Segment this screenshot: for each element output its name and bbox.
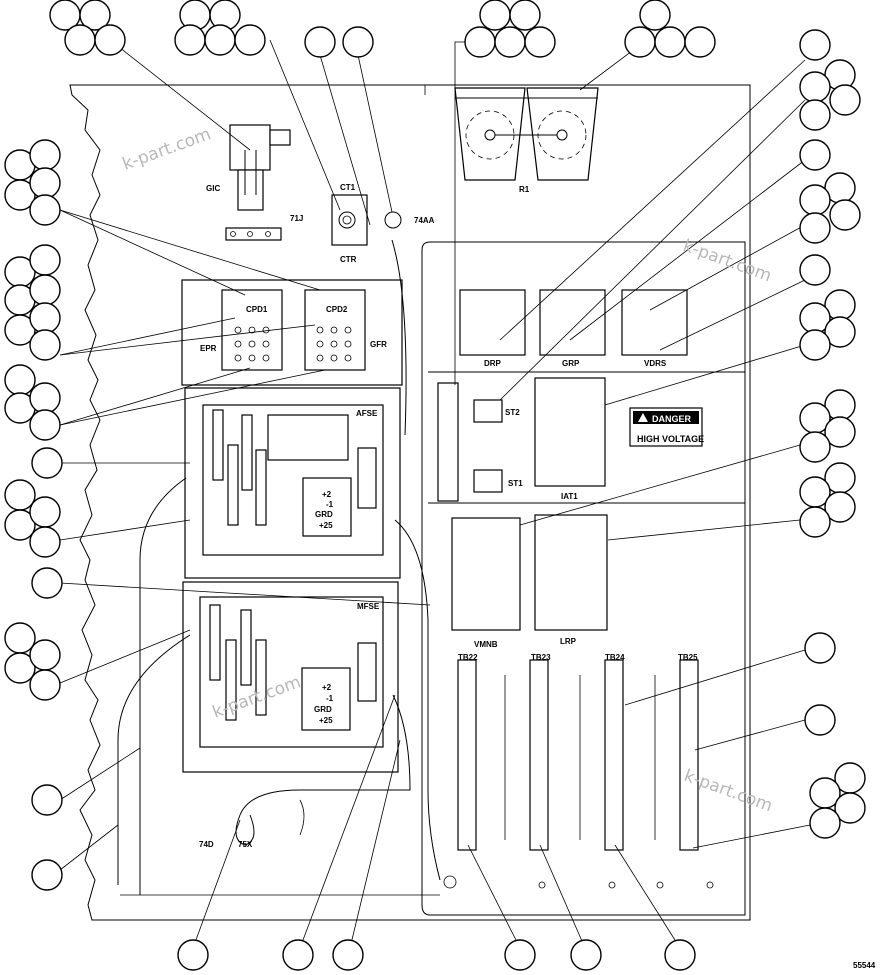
cpd2-terminals — [316, 326, 352, 362]
mfse-terminal-m1: -1 — [326, 694, 334, 703]
tb22-label: TB22 — [458, 653, 478, 662]
panel-outline — [69, 84, 751, 921]
lrp-label: LRP — [560, 637, 577, 646]
callout-leaders — [59, 39, 811, 949]
ctr-label: CTR — [340, 255, 357, 264]
st1-label: ST1 — [508, 479, 523, 488]
gic-switch: GIC 71J — [206, 124, 303, 241]
afse-terminal-p25: +25 — [319, 521, 333, 530]
danger-sign: DANGER HIGH VOLTAGE — [629, 407, 704, 447]
afse-terminal-grd: GRD — [315, 510, 333, 519]
grp-label: GRP — [562, 359, 580, 368]
cpd1-label: CPD1 — [246, 305, 268, 314]
mfse-terminal-p25: +25 — [319, 716, 333, 725]
callout-bubbles — [4, 0, 866, 971]
mfse-label: MFSE — [357, 602, 380, 611]
r1-resistor-assembly: R1 — [454, 87, 599, 194]
iat1-label: IAT1 — [561, 492, 578, 501]
vmnb-lrp-modules: VMNB LRP — [451, 514, 608, 649]
tb24-label: TB24 — [605, 653, 625, 662]
danger-sign-title: DANGER — [652, 414, 692, 424]
afse-terminal-m1: -1 — [326, 500, 334, 509]
epr-label: EPR — [200, 344, 217, 353]
afse-module: AFSE +2 -1 GRD +25 — [184, 387, 401, 579]
relay-plates: DRP GRP VDRS — [459, 289, 688, 368]
vdrs-label: VDRS — [644, 359, 667, 368]
mfse-module: MFSE +2 -1 GRD +25 — [182, 581, 399, 773]
r1-label: R1 — [519, 185, 530, 194]
gfr-label: GFR — [370, 340, 387, 349]
tb25-label: TB25 — [678, 653, 698, 662]
figure-number: 55544 — [853, 961, 876, 970]
cpd1-terminals — [234, 326, 270, 362]
ct1-ctr-assembly: CT1 CTR 74AA — [331, 183, 435, 264]
watermark-top-left: k-part.com — [120, 124, 214, 174]
cpd2-label: CPD2 — [326, 305, 348, 314]
74aa-label: 74AA — [414, 216, 435, 225]
tb23-label: TB23 — [531, 653, 551, 662]
drp-label: DRP — [484, 359, 502, 368]
terminal-boards: TB22 TB23 TB24 TB25 — [457, 653, 699, 851]
watermark-top-right: k-part.com — [680, 236, 774, 286]
mfse-terminal-grd: GRD — [314, 705, 332, 714]
danger-sign-subtitle: HIGH VOLTAGE — [637, 434, 704, 444]
st2-label: ST2 — [505, 408, 520, 417]
afse-terminal-p2: +2 — [322, 490, 332, 499]
afse-label: AFSE — [356, 409, 378, 418]
vmnb-label: VMNB — [474, 640, 498, 649]
cpd-relay-panel: CPD1 CPD2 EPR GFR — [181, 279, 403, 386]
74d-label: 74D — [199, 840, 214, 849]
75x-label: 75X — [238, 840, 253, 849]
cable-harness: 74D 75X — [117, 239, 441, 895]
ct1-label: CT1 — [340, 183, 356, 192]
71j-label: 71J — [290, 214, 303, 223]
mfse-terminal-p2: +2 — [322, 683, 332, 692]
gic-label: GIC — [206, 184, 220, 193]
terminal-strip-assembly: ST2 ST1 IAT1 — [437, 377, 606, 502]
